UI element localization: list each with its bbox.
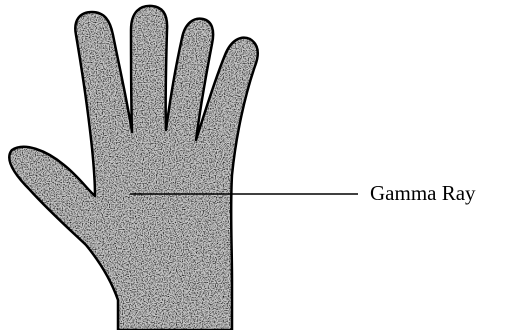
hand-icon (0, 0, 300, 330)
gamma-ray-label: Gamma Ray (370, 183, 476, 204)
